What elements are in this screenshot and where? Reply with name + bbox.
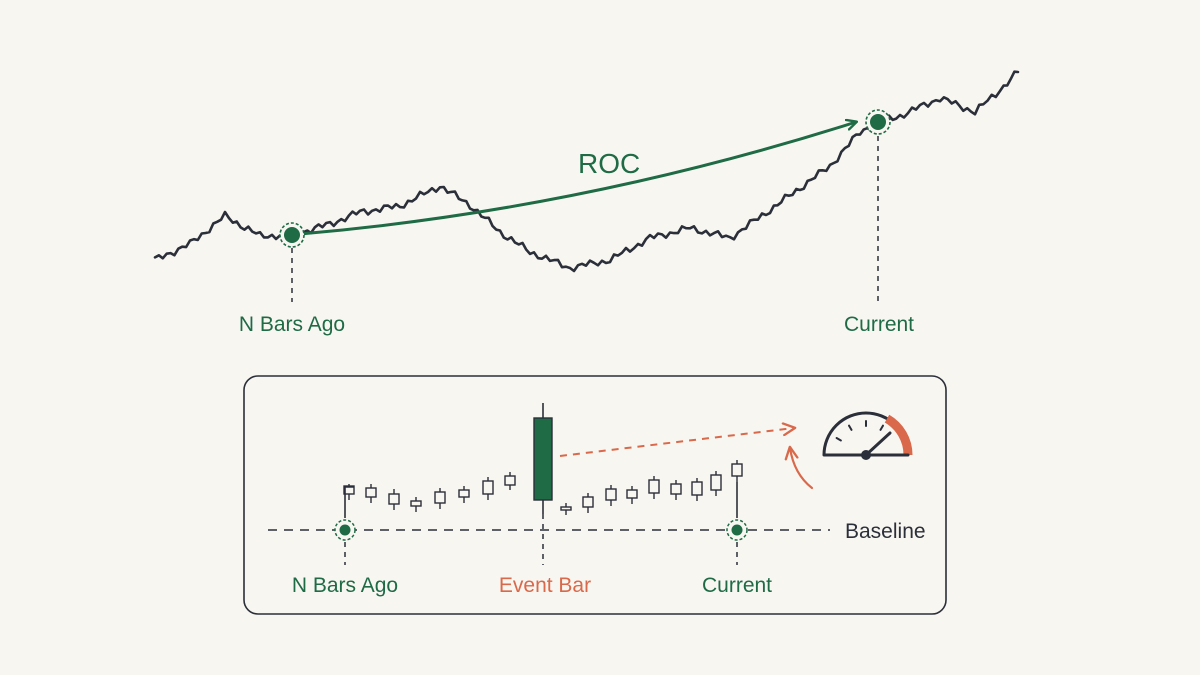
candle	[504, 472, 516, 490]
event-impact-arrow	[559, 422, 797, 457]
candle	[670, 480, 682, 500]
panel-current-marker	[726, 519, 748, 541]
event-panel	[243, 375, 947, 615]
speedometer-icon	[822, 411, 913, 460]
candle	[365, 484, 377, 503]
candle	[648, 476, 660, 499]
candle	[434, 488, 446, 509]
candle	[626, 486, 638, 504]
candle	[691, 478, 703, 501]
candle	[388, 489, 400, 510]
panel-n-bars-ago-marker	[334, 519, 356, 541]
roc-label: ROC	[578, 148, 640, 179]
candle	[410, 497, 422, 512]
baseline-label: Baseline	[845, 520, 926, 543]
top-start-label: N Bars Ago	[239, 313, 345, 336]
candle	[605, 485, 617, 506]
panel-end-label: Current	[702, 574, 772, 597]
roc-arrow	[298, 122, 856, 236]
top-end-label: Current	[844, 313, 914, 336]
n-bars-ago-marker	[279, 222, 305, 248]
event-bar-candle	[533, 403, 553, 514]
candle	[560, 503, 572, 515]
panel-start-label: N Bars Ago	[292, 574, 398, 597]
candle	[731, 460, 743, 482]
candle-start-step	[344, 486, 354, 518]
candle	[582, 493, 594, 513]
current-marker	[865, 109, 891, 135]
candle	[482, 477, 494, 500]
candle	[458, 486, 470, 503]
momentum-curve-arrow	[784, 445, 814, 490]
event-bar-label: Event Bar	[499, 574, 591, 597]
candlestick-series	[343, 403, 743, 518]
candle	[710, 471, 722, 496]
